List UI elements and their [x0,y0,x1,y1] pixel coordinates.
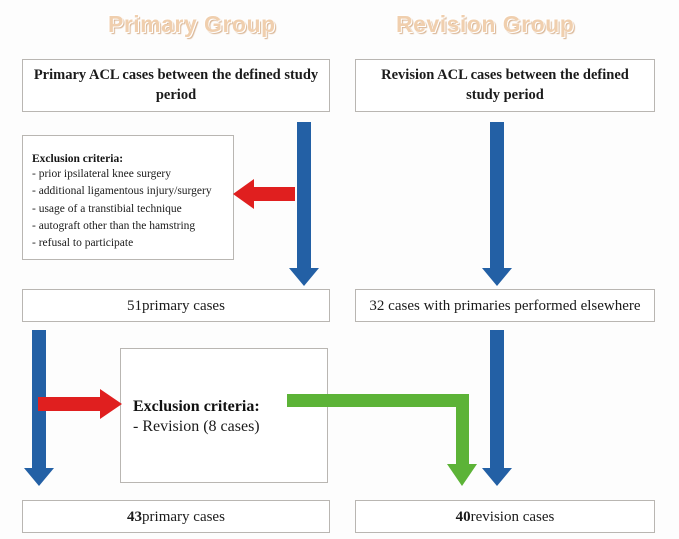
arrow-stem-vertical [456,394,469,467]
box-revision-source: Revision ACL cases between the defined s… [355,59,655,112]
exclusion-primary-item: - refusal to participate [32,237,134,249]
box-revision-cases-32: 32 cases with primaries performed elsewh… [355,289,655,322]
primary-43-count: 43 [127,508,143,525]
primary-group-title: Primary Group [108,11,276,37]
box-primary-cases-51: 51 primary cases [22,289,330,322]
arrow-head [482,468,512,486]
arrow-stem-horizontal [287,394,469,407]
arrow-head [482,268,512,286]
exclusion-primary-title: Exclusion criteria: [32,153,124,165]
arrow-head [100,389,122,419]
exclusion-revision-item: - Revision (8 cases) [133,418,260,435]
primary-43-label: primary cases [142,508,225,525]
arrow-stem [297,122,311,268]
arrow-down-revision-top [482,122,512,286]
box-exclusion-criteria-primary: Exclusion criteria: - prior ipsilateral … [22,135,234,260]
exclusion-primary-item: - autograft other than the hamstring [32,219,196,232]
arrow-left-exclusion-primary [233,178,295,210]
primary-51-count: 51 [127,297,143,314]
arrow-head [233,179,254,209]
exclusion-primary-item: - usage of a transtibial technique [32,202,182,215]
revision-40-label: revision cases [470,508,555,525]
exclusion-primary-item: - additional ligamentous injury/surgery [32,185,212,198]
revision-group-title: Revision Group [396,11,575,37]
arrow-right-exclusion-revision [38,388,122,420]
exclusion-primary-item: - prior ipsilateral knee surgery [32,168,172,180]
exclusion-revision-content: Exclusion criteria: - Revision (8 cases) [133,397,260,438]
arrow-down-revision-bottom [482,330,512,486]
arrow-elbow-revision-transfer [287,394,487,486]
exclusion-primary-content: Exclusion criteria: - prior ipsilateral … [32,153,212,252]
arrow-down-primary-top [289,122,319,286]
box-exclusion-criteria-revision: Exclusion criteria: - Revision (8 cases) [120,348,328,483]
box-revision-cases-40: 40 revision cases [355,500,655,533]
box-primary-cases-43: 43 primary cases [22,500,330,533]
arrow-head [24,468,54,486]
arrow-stem [490,330,504,468]
arrow-stem [253,187,295,201]
arrow-stem [38,397,100,411]
primary-51-label: primary cases [142,297,225,314]
arrow-stem [490,122,504,268]
box-primary-source: Primary ACL cases between the defined st… [22,59,330,112]
revision-40-count: 40 [455,508,471,525]
arrow-head [289,268,319,286]
arrow-head [447,464,477,486]
exclusion-revision-title: Exclusion criteria: [133,398,260,415]
